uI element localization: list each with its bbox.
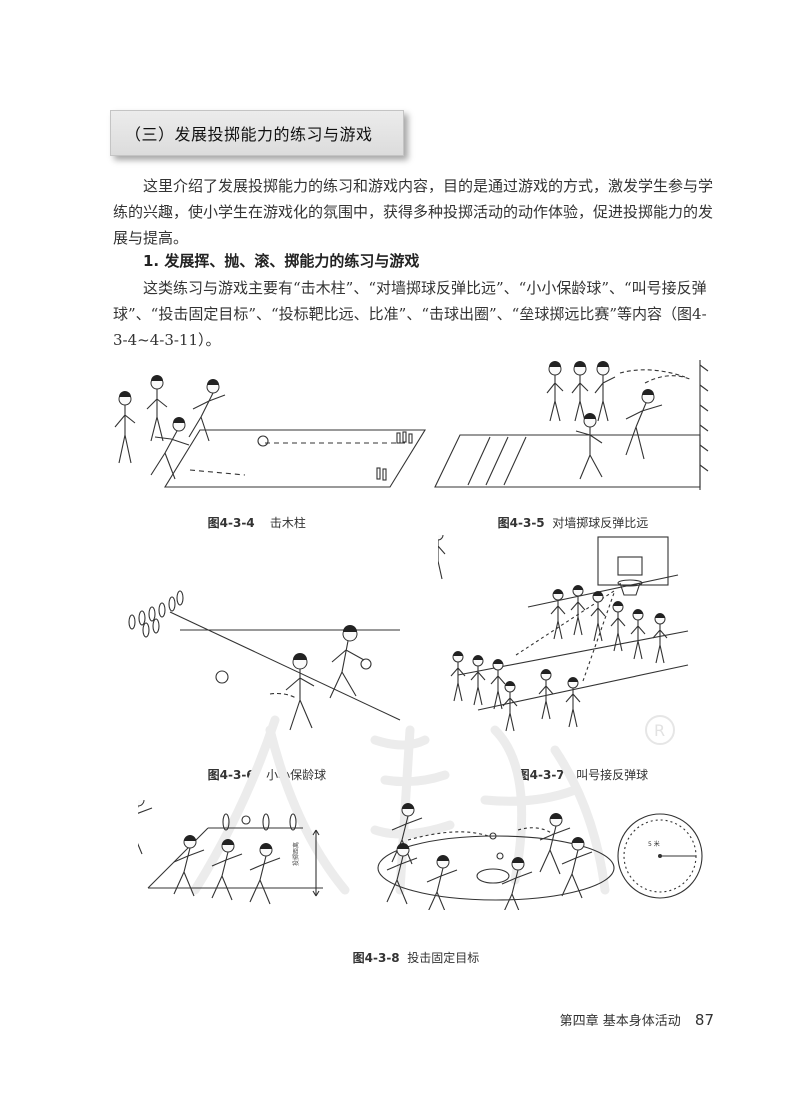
figure-4-3-6-caption: 图4-3-6 小小保龄球 bbox=[200, 752, 326, 783]
page-footer: 第四章 基本身体活动 87 bbox=[560, 1010, 714, 1029]
figure-4-3-4-label: 图4-3-4 bbox=[207, 516, 255, 530]
figure-4-3-8-label: 图4-3-8 bbox=[352, 951, 400, 965]
children-figures bbox=[114, 375, 226, 480]
intro-text: 这里介绍了发展投掷能力的练习和游戏内容，目的是通过游戏的方式，激发学生参与学练的… bbox=[113, 177, 714, 247]
figure-4-3-5-illustration bbox=[430, 355, 720, 495]
figure-4-3-5-caption: 图4-3-5 对墙掷球反弹比远 bbox=[490, 500, 649, 531]
figure-4-3-7-illustration bbox=[438, 535, 693, 735]
intro-paragraph: 这里介绍了发展投掷能力的练习和游戏内容，目的是通过游戏的方式，激发学生参与学练的… bbox=[113, 173, 713, 251]
figure-4-3-7-caption: 图4-3-7 叫号接反弹球 bbox=[510, 752, 648, 783]
figure-4-3-8-title: 投击固定目标 bbox=[407, 951, 480, 965]
figure-4-3-6-illustration bbox=[120, 590, 420, 740]
figure-4-3-8-illustration: 投掷距离 5 米 bbox=[138, 800, 718, 910]
section-header: （三）发展投掷能力的练习与游戏 bbox=[110, 110, 404, 156]
figure-4-3-5-title: 对墙掷球反弹比远 bbox=[552, 516, 649, 530]
figure-4-3-6-title: 小小保龄球 bbox=[266, 768, 327, 782]
figure-4-3-7-title: 叫号接反弹球 bbox=[576, 768, 649, 782]
subsection-paragraph: 这类练习与游戏主要有“击木柱”、“对墙掷球反弹比远”、“小小保龄球”、“叫号接反… bbox=[113, 275, 713, 353]
radius-label: 5 米 bbox=[648, 840, 660, 848]
figure-4-3-4-illustration bbox=[105, 375, 435, 495]
section-title: （三）发展投掷能力的练习与游戏 bbox=[125, 125, 373, 144]
figure-4-3-8-caption: 图4-3-8 投击固定目标 bbox=[345, 935, 480, 966]
chapter-label: 第四章 基本身体活动 bbox=[559, 1014, 681, 1029]
subsection-heading: 1. 发展挥、抛、滚、掷能力的练习与游戏 bbox=[143, 252, 420, 270]
figure-4-3-4-caption: 图4-3-4 击木柱 bbox=[200, 500, 306, 531]
page-number: 87 bbox=[694, 1011, 714, 1029]
figure-4-3-7-label: 图4-3-7 bbox=[517, 768, 565, 782]
figure-4-3-5-label: 图4-3-5 bbox=[497, 516, 545, 530]
svg-text:投掷距离: 投掷距离 bbox=[292, 842, 300, 866]
subsection-text: 这类练习与游戏主要有“击木柱”、“对墙掷球反弹比远”、“小小保龄球”、“叫号接反… bbox=[113, 279, 707, 349]
figure-4-3-4-title: 击木柱 bbox=[269, 516, 306, 530]
figure-4-3-6-label: 图4-3-6 bbox=[207, 768, 255, 782]
